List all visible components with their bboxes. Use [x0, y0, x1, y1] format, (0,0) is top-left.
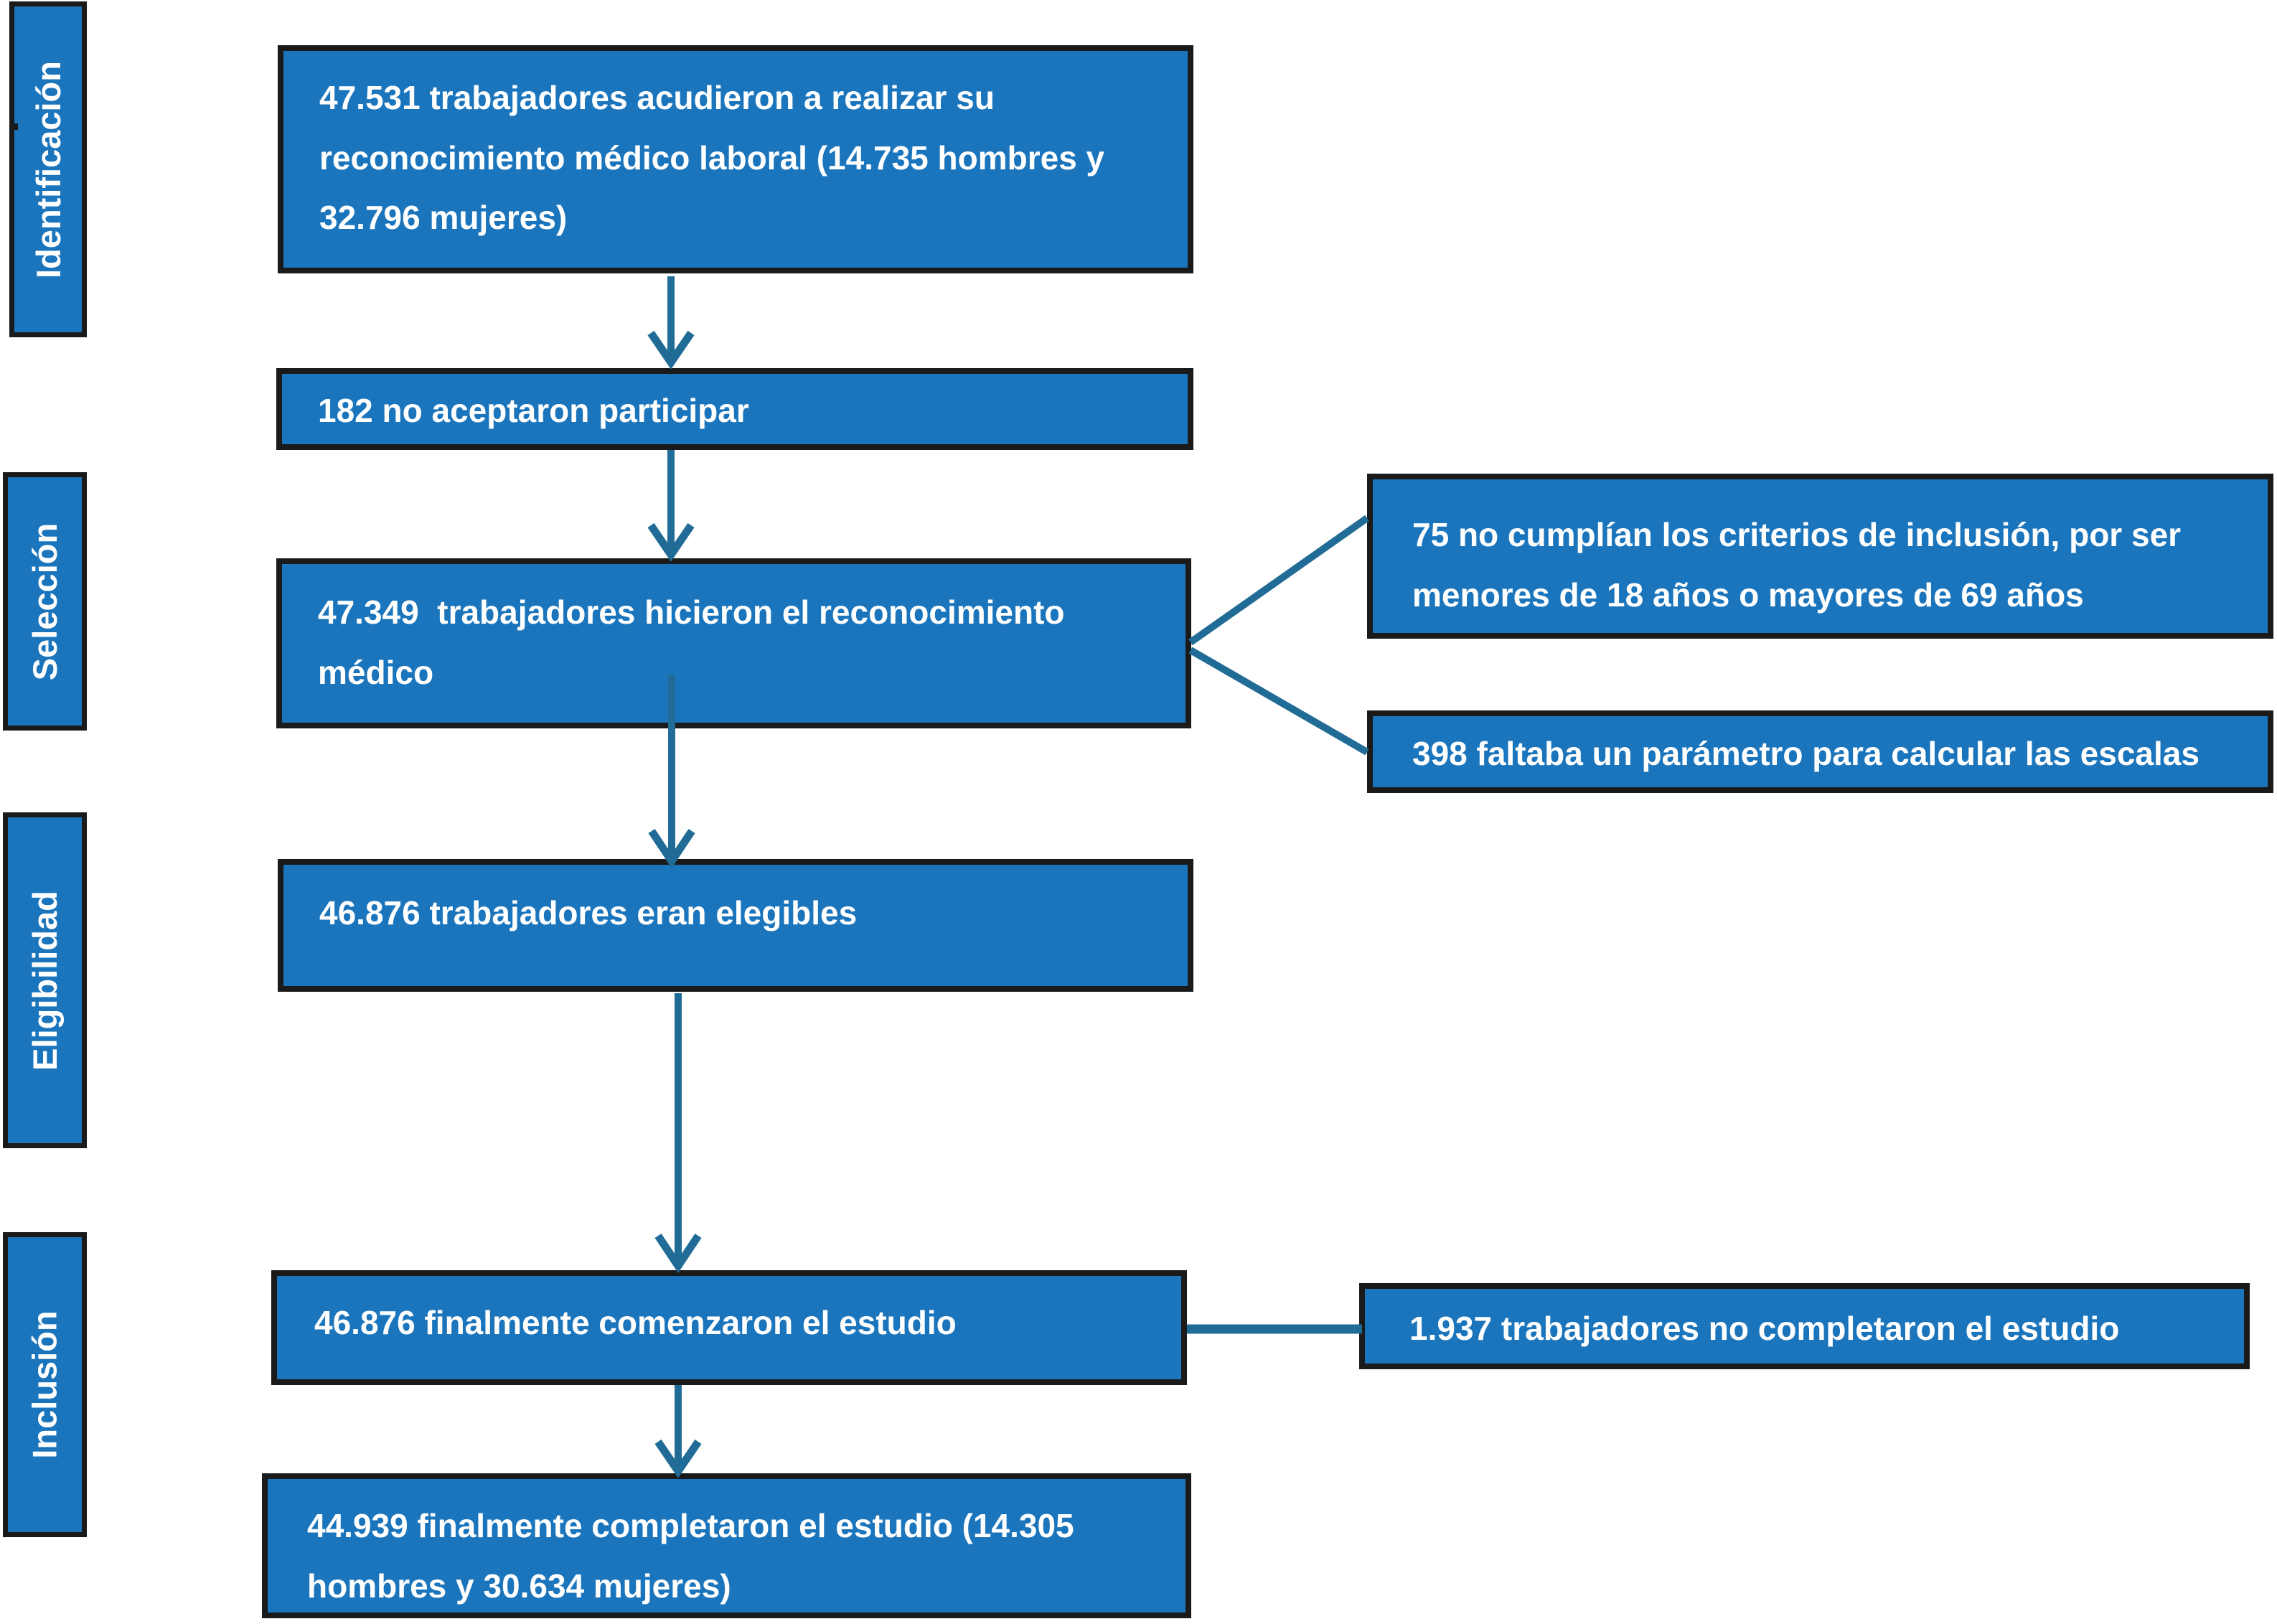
flow-box-started: 46.876 finalmente comenzaron el estudio — [271, 1270, 1187, 1385]
stage-label-text: Selección — [26, 522, 65, 680]
stray-mark — [11, 123, 18, 130]
connector-screened-to-excluded-age — [1188, 515, 1369, 646]
arrowhead-eligible-to-started — [654, 1233, 702, 1273]
stage-label-text: Eligibilidad — [26, 890, 64, 1071]
flow-box-eligible: 46.876 trabajadores eran elegibles — [278, 859, 1193, 992]
flow-box-excluded-missing: 398 faltaba un parámetro para calcular l… — [1367, 710, 2273, 793]
stage-label-text: Identificación — [29, 60, 67, 278]
stage-label-inclusion: Inclusión — [3, 1232, 87, 1537]
arrowhead-declined-to-screened — [647, 522, 695, 562]
flow-box-excluded-age: 75 no cumplían los criterios de inclusió… — [1367, 474, 2273, 639]
arrowhead-screened-to-eligible — [648, 828, 695, 868]
arrowhead-attended-to-declined — [647, 330, 695, 370]
stage-label-text: Inclusión — [26, 1310, 65, 1459]
stage-label-identificacion: Identificación — [9, 1, 87, 337]
flow-box-not-completed: 1.937 trabajadores no completaron el est… — [1359, 1283, 2250, 1369]
connector-screened-to-excluded-missing — [1188, 647, 1369, 756]
arrowhead-started-to-completed — [654, 1439, 702, 1478]
flow-box-screened: 47.349 trabajadores hicieron el reconoci… — [276, 558, 1191, 728]
flow-box-completed: 44.939 finalmente completaron el estudio… — [262, 1473, 1191, 1618]
stage-label-seleccion: Selección — [3, 472, 87, 731]
flow-box-declined: 182 no aceptaron participar — [276, 368, 1193, 450]
flow-box-attended: 47.531 trabajadores acudieron a realizar… — [278, 45, 1193, 273]
stage-label-eligibilidad: Eligibilidad — [3, 812, 87, 1148]
